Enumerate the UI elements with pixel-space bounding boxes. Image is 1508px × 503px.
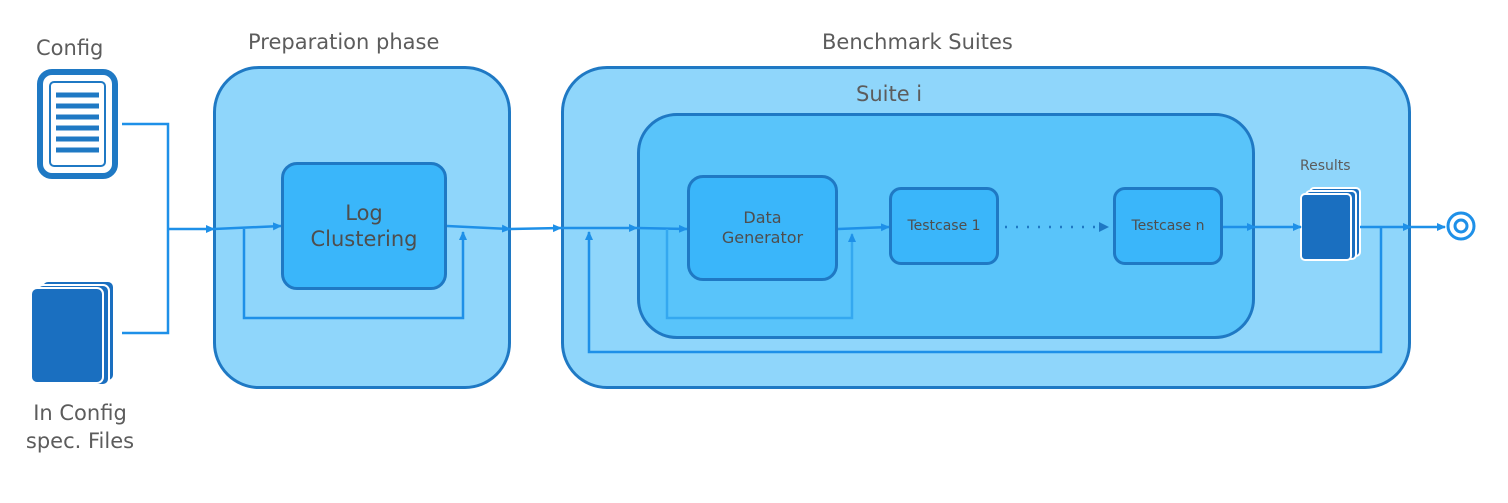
preparation-phase-title: Preparation phase — [248, 30, 440, 54]
benchmark-flow-lines — [561, 223, 1446, 354]
files-label-line1: In Config — [33, 401, 127, 425]
files-stack-icon — [30, 280, 115, 386]
testcase-n-node: Testcase n — [1113, 187, 1223, 265]
end-node-icon — [1446, 211, 1476, 241]
results-stack-icon — [1300, 187, 1361, 261]
results-label: Results — [1300, 158, 1351, 174]
data-generator-line1: Data — [743, 208, 782, 227]
log-clustering-line2: Clustering — [310, 227, 418, 251]
testcase-1-node: Testcase 1 — [889, 187, 999, 265]
input-merge-lines — [122, 122, 215, 335]
files-label: In Config spec. Files — [10, 399, 150, 455]
log-clustering-node: Log Clustering — [281, 162, 447, 290]
files-label-line2: spec. Files — [25, 429, 135, 453]
preparation-flow-lines — [213, 222, 562, 320]
log-clustering-line1: Log — [345, 201, 383, 225]
data-generator-line2: Generator — [721, 228, 804, 247]
data-generator-node: Data Generator — [687, 175, 838, 281]
benchmark-suites-title: Benchmark Suites — [822, 30, 1013, 54]
config-label: Config — [36, 36, 104, 60]
suite-title: Suite i — [856, 82, 923, 106]
config-document-icon — [37, 69, 118, 179]
